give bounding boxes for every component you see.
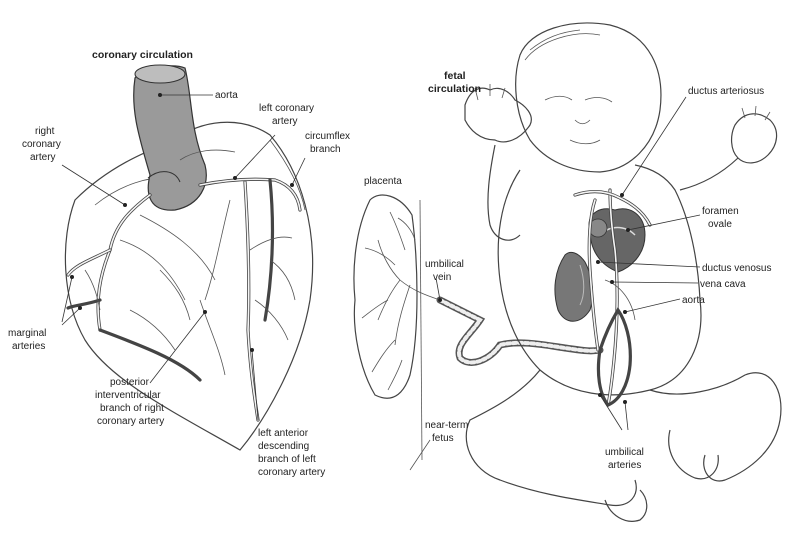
label-near-term-1: near-term: [425, 420, 468, 431]
label-umbilical-vein-1: umbilical: [425, 259, 464, 270]
label-left-coronary-1: left coronary: [259, 103, 314, 114]
label-near-term-2: fetus: [432, 433, 454, 444]
label-vena-cava: vena cava: [700, 279, 746, 290]
fetal-title-2: circulation: [428, 83, 481, 95]
label-lad-4: coronary artery: [258, 467, 325, 478]
label-right-coronary-3: artery: [30, 152, 56, 163]
label-aorta-fetal: aorta: [682, 295, 705, 306]
coronary-title: coronary circulation: [92, 49, 193, 61]
label-umbilical-vein-2: vein: [433, 272, 451, 283]
label-right-coronary-2: coronary: [22, 139, 61, 150]
label-umbilical-arteries-2: arteries: [608, 460, 641, 471]
label-posterior-2: interventricular: [95, 390, 161, 401]
label-umbilical-arteries-1: umbilical: [605, 447, 644, 458]
label-circumflex-1: circumflex: [305, 131, 350, 142]
label-circumflex-2: branch: [310, 144, 341, 155]
label-foramen-ovale-1: foramen: [702, 206, 739, 217]
label-marginal-2: arteries: [12, 341, 45, 352]
label-posterior-1: posterior: [110, 377, 150, 388]
aorta-opening: [135, 65, 185, 83]
label-marginal-1: marginal: [8, 328, 46, 339]
label-lad-3: branch of left: [258, 454, 316, 465]
aorta-vessel: [134, 66, 207, 210]
fetal-title-1: fetal: [444, 70, 466, 82]
label-ductus-venosus: ductus venosus: [702, 263, 772, 274]
fetal-heart-vessels: [555, 190, 650, 405]
label-lad-2: descending: [258, 441, 309, 452]
label-ductus-arteriosus: ductus arteriosus: [688, 86, 764, 97]
label-aorta-coronary: aorta: [215, 90, 238, 101]
label-posterior-3: branch of right: [100, 403, 164, 414]
label-lad-1: left anterior: [258, 428, 309, 439]
label-placenta: placenta: [364, 176, 402, 187]
label-foramen-ovale-2: ovale: [708, 219, 732, 230]
label-left-coronary-2: artery: [272, 116, 298, 127]
label-posterior-4: coronary artery: [97, 416, 164, 427]
label-right-coronary-1: right: [35, 126, 55, 137]
